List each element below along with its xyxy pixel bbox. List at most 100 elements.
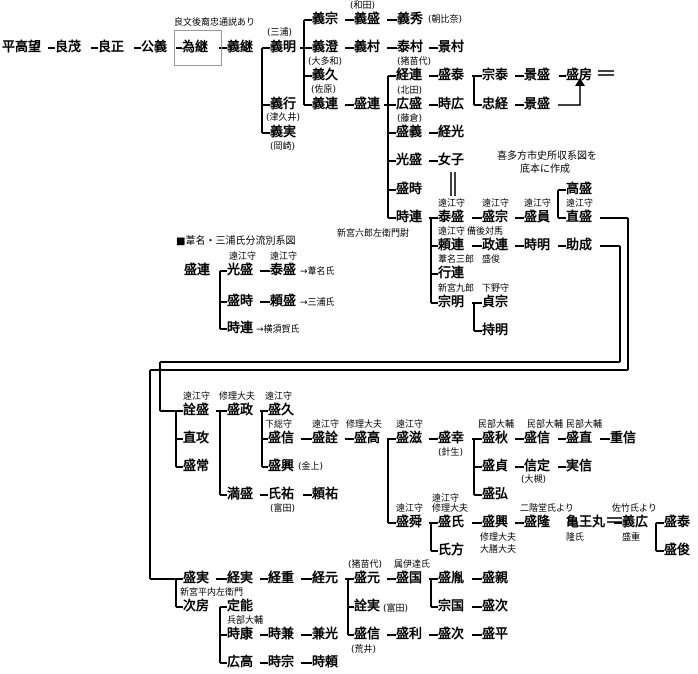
annotation-b_ashina_clan: →葦名氏 bbox=[300, 267, 335, 277]
annotation-n_tomi3: 遠江守 bbox=[524, 199, 552, 209]
person-b_mitsumori: 光盛 bbox=[227, 263, 254, 278]
annotation-n_date: 属伊達氏 bbox=[394, 560, 431, 570]
person-p_moritsune: 盛常 bbox=[183, 459, 210, 474]
person-p_yoshizumi: 義澄 bbox=[312, 40, 339, 55]
annotation-n_shuri4: 修理大夫 bbox=[480, 533, 517, 543]
person-p_morimoto: 盛元 bbox=[354, 571, 381, 586]
person-p_yorisuke: 頼祐 bbox=[312, 487, 339, 502]
annotation-n_shuri2: 修理大夫 bbox=[346, 420, 383, 430]
person-p_morizane: 盛実 bbox=[183, 571, 210, 586]
annotation-n_t8: 遠江守 bbox=[396, 420, 424, 430]
person-p_tadatsune: 忠経 bbox=[482, 97, 509, 112]
person-p_tokiyasu: 時康 bbox=[227, 627, 254, 642]
person-p_tokikane: 時兼 bbox=[268, 627, 295, 642]
person-p_yoshitsugu: 義継 bbox=[227, 40, 254, 55]
person-p_yoshizane: 義実 bbox=[270, 125, 297, 140]
person-p_hirotaka: 広高 bbox=[227, 655, 254, 670]
person-p_kinyoshi: 公義 bbox=[141, 40, 168, 55]
person-p_mochiaki: 持明 bbox=[482, 323, 509, 338]
person-p_takamori: 高盛 bbox=[566, 182, 593, 197]
annotation-n_miura: (三浦) bbox=[267, 28, 293, 38]
person-p_yasumori: 泰盛 bbox=[438, 210, 465, 225]
annotation-n_okazaki: (岡崎) bbox=[270, 142, 296, 152]
person-p_morihira: 盛平 bbox=[482, 627, 509, 642]
person-b_moritsura: 盛連 bbox=[184, 263, 211, 278]
annotation-n_harisei: (針生) bbox=[438, 448, 464, 458]
annotation-n_shimousa: 下総守 bbox=[265, 420, 293, 430]
annotation-n_kinjo: (金上) bbox=[298, 462, 324, 472]
annotation-n_otawa: (大多和) bbox=[308, 57, 343, 67]
person-p_moriyuki: 盛幸 bbox=[438, 431, 465, 446]
person-p_yoshihide: 義秀 bbox=[397, 12, 424, 27]
person-p_moriki: 盛興 bbox=[268, 459, 295, 474]
person-p_naomori: 直盛 bbox=[566, 210, 593, 225]
person-p_tsugufusa: 次房 bbox=[183, 599, 210, 614]
person-p_yoshimura: 義村 bbox=[354, 40, 381, 55]
person-p_yoshihiro: 義広 bbox=[622, 515, 649, 530]
person-p_moriyoshi: 盛義 bbox=[396, 125, 423, 140]
person-p_sukenari: 助成 bbox=[566, 238, 593, 253]
person-p_moritaka: 盛高 bbox=[354, 431, 381, 446]
annotation-n_t6: 遠江守 bbox=[265, 392, 293, 402]
person-p_tokitsura: 時連 bbox=[396, 210, 423, 225]
person-p_tsunemoto: 経元 bbox=[312, 571, 339, 586]
person-p_tokimune: 時宗 bbox=[268, 655, 295, 670]
annotation-n_tomita2: (富田) bbox=[383, 604, 409, 614]
annotation-n_hyobu: 兵部大輔 bbox=[227, 616, 264, 626]
person-p_yoshiaki: 義明 bbox=[270, 40, 297, 55]
person-p_moriaki: 盛秋 bbox=[482, 431, 509, 446]
annotation-n_sahara: (佐原) bbox=[311, 85, 337, 95]
annotation-n_wada: (和田) bbox=[350, 1, 376, 11]
highlight-box bbox=[174, 30, 222, 66]
annotation-n_ryobun: 良文後裔忠通説あり bbox=[174, 18, 256, 28]
person-p_sadamune: 貞宗 bbox=[482, 295, 509, 310]
person-b_yorimori: 頼盛 bbox=[270, 294, 297, 309]
annotation-n_t5: 遠江守 bbox=[183, 392, 211, 402]
person-p_moriyasu: 盛泰 bbox=[438, 68, 465, 83]
person-p_morishige: 盛滋 bbox=[396, 431, 423, 446]
person-p_morifusa: 盛房 bbox=[566, 68, 593, 83]
person-p_moritsura: 盛連 bbox=[354, 97, 381, 112]
person-p_morikazu: 盛員 bbox=[524, 210, 551, 225]
person-p_tsuneshige: 経重 bbox=[268, 571, 295, 586]
annotation-b_tomi1: 遠江守 bbox=[229, 252, 257, 262]
person-p_morisada: 盛貞 bbox=[482, 459, 509, 474]
person-p_ujikata: 氏方 bbox=[438, 543, 465, 558]
person-p_morimune: 盛宗 bbox=[482, 210, 509, 225]
arrow-head bbox=[575, 78, 585, 86]
person-p_morinobu3: 盛信 bbox=[354, 627, 381, 642]
subchart-title: ■葦名・三浦氏分流別系図 bbox=[176, 236, 296, 247]
person-p_tokihiro: 時広 bbox=[438, 97, 465, 112]
annotation-n_t9: 遠江守 bbox=[396, 504, 424, 514]
annotation-n_t10: 遠江守 bbox=[432, 494, 460, 504]
annotation-n_shuri1: 修理大夫 bbox=[219, 392, 256, 402]
person-p_akizane: 詮実 bbox=[354, 599, 381, 614]
person-p_kagemori2: 景盛 bbox=[524, 97, 551, 112]
person-p_morinobu: 盛信 bbox=[268, 431, 295, 446]
person-p_moritsugu2: 盛次 bbox=[438, 627, 465, 642]
person-p_morijiu: 盛氏 bbox=[438, 515, 465, 530]
annotation-n_tomita1: (富田) bbox=[270, 504, 296, 514]
person-p_moritoshi: 盛俊 bbox=[664, 543, 691, 558]
annotation-n_asahina: (朝比奈) bbox=[428, 15, 463, 25]
person-p_yoritsura: 頼連 bbox=[438, 238, 465, 253]
annotation-n_ashina3: 葦名三郎 bbox=[438, 255, 475, 265]
annotation-n_okan: (大槻) bbox=[521, 475, 547, 485]
annotation-n_satake: 佐竹氏より bbox=[612, 504, 657, 514]
person-p_munetai: 宗泰 bbox=[482, 68, 509, 83]
person-p_yoshimune: 義宗 bbox=[312, 12, 339, 27]
person-p_yoshimori: 義盛 bbox=[354, 12, 381, 27]
person-p_hirotsura: 広盛 bbox=[396, 97, 423, 112]
annotation-b_miura_clan: →三浦氏 bbox=[300, 298, 335, 308]
person-p_sanenobu: 実信 bbox=[566, 459, 593, 474]
person-p_moritaka2: 盛隆 bbox=[524, 515, 551, 530]
person-p_moritoshi2: 盛利 bbox=[396, 627, 423, 642]
annotation-n_inawashiro1: (猪苗代) bbox=[397, 57, 432, 67]
annotation-n_shinmiya6: 新宮六郎左衛門尉 bbox=[337, 229, 410, 239]
annotation-n_daizen: 大膳大夫 bbox=[480, 545, 517, 555]
person-p_naoshi: 直攻 bbox=[183, 431, 210, 446]
person-p_nobusada: 信定 bbox=[524, 459, 551, 474]
person-p_joshi: 女子 bbox=[438, 153, 465, 168]
person-p_yoshiyuki: 義行 bbox=[270, 97, 297, 112]
